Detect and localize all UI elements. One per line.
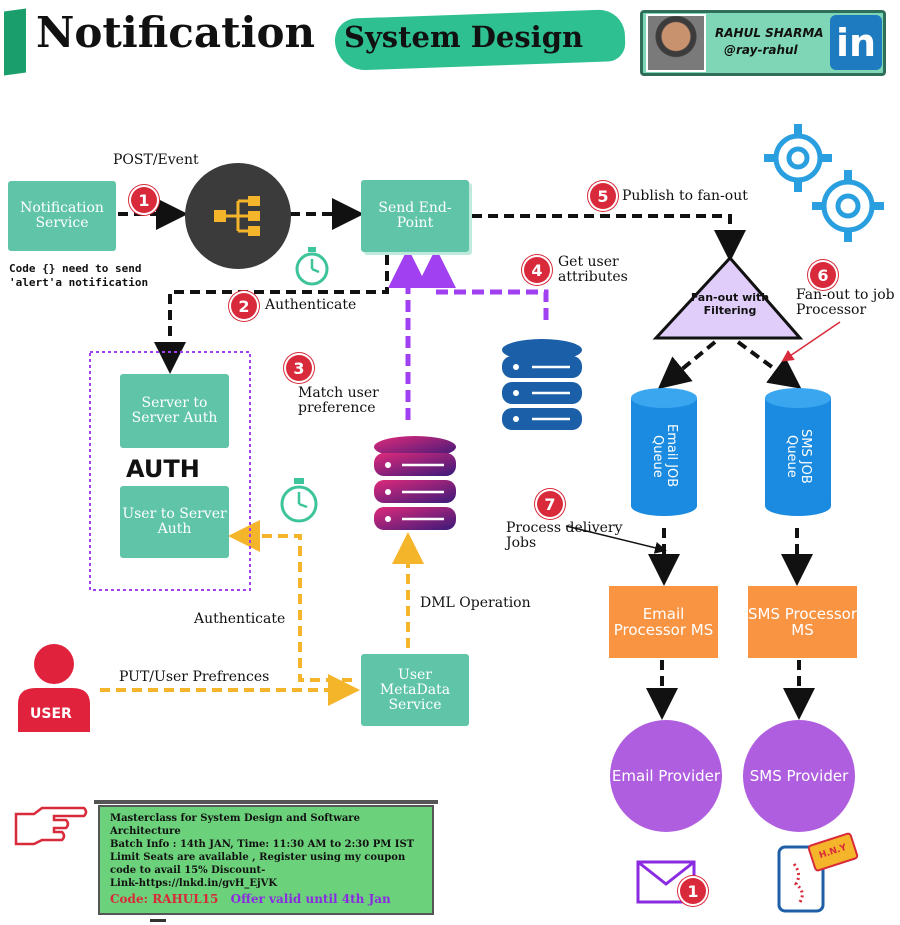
match-user-label: Match user preference	[298, 385, 379, 416]
arrow-fanout-to-sms	[736, 340, 802, 389]
email-processor-node[interactable]: Email Processor MS	[609, 586, 718, 658]
arrow-metadata-to-userauth	[228, 520, 352, 682]
put-prefs-label: PUT/User Prefrences	[119, 669, 270, 685]
author-name: RAHUL SHARMA	[715, 26, 824, 40]
step-1-badge: 1	[131, 187, 157, 213]
code-note-label: Code {} need to send 'alert'a notificati…	[9, 262, 149, 289]
user-attributes-db-icon	[502, 339, 582, 430]
page-title: Notification	[36, 8, 315, 57]
promo-line-2: Batch Info : 14th JAN, Time: 11:30 AM to…	[110, 839, 415, 850]
arrow-step6-pointer	[781, 321, 841, 362]
post-event-label: POST/Event	[113, 152, 199, 168]
stopwatch-icon-2	[280, 478, 318, 523]
pointing-hand-icon	[14, 806, 88, 846]
stopwatch-icon	[295, 247, 329, 286]
step-2-badge: 2	[231, 293, 257, 319]
step-4-badge: 4	[524, 257, 550, 283]
gears-icon	[764, 124, 884, 242]
email-queue-label: Email JOB Queue	[650, 424, 679, 488]
step-5-badge: 5	[590, 183, 616, 209]
user-metadata-node[interactable]: User MetaData Service	[361, 654, 469, 726]
fanout-label: Fan-out with Filtering	[690, 291, 770, 317]
email-provider-label: Email Provider	[611, 766, 721, 785]
notification-service-node[interactable]: Notification Service	[8, 181, 116, 251]
promo-code: Code: RAHUL15	[110, 892, 219, 906]
linkedin-icon[interactable]: in	[830, 15, 882, 70]
notification-service-label: Notification Service	[20, 200, 104, 231]
promo-offer: Offer valid until 4th Jan	[230, 892, 391, 906]
arrow-fanout-to-email	[657, 340, 717, 390]
dml-label: DML Operation	[420, 595, 531, 611]
arrow-step7-pointer	[565, 525, 667, 554]
user-auth-label: User to Server Auth	[122, 506, 227, 537]
user-icon	[18, 644, 90, 732]
auth-group-border	[89, 351, 251, 591]
promo-line-3: Limit Seats are available , Register usi…	[110, 852, 406, 876]
arrow-endpoint-to-fanout	[472, 214, 746, 262]
promo-hanger-bar	[94, 800, 438, 804]
linkedin-text: in	[835, 20, 877, 65]
email-job-queue[interactable]: Email JOB Queue	[631, 388, 697, 516]
send-endpoint-node[interactable]: Send End-Point	[361, 180, 469, 252]
user-metadata-db-icon	[374, 436, 456, 530]
fanout-triangle	[652, 255, 804, 340]
publish-label: Publish to fan-out	[622, 188, 748, 204]
step-7-badge: 7	[537, 491, 563, 517]
page-subtitle: System Design	[344, 20, 584, 54]
server-auth-label: Server to Server Auth	[131, 395, 218, 426]
fanout-job-label: Fan-out to job Processor	[796, 287, 895, 318]
arrow-endpoint-to-auth	[154, 255, 389, 374]
fanout-hub-glyph	[214, 196, 260, 236]
promo-line-1: Masterclass for System Design and Softwa…	[110, 813, 360, 837]
server-auth-node[interactable]: Server to Server Auth	[120, 374, 229, 448]
mail-notification-badge: 1	[680, 878, 706, 904]
promo-card: Masterclass for System Design and Softwa…	[98, 805, 434, 915]
auth-title: AUTH	[126, 455, 200, 483]
process-jobs-label: Process delivery Jobs	[506, 520, 623, 551]
user-label: USER	[30, 706, 72, 722]
step-6-badge: 6	[810, 262, 836, 288]
user-metadata-label: User MetaData Service	[379, 666, 451, 713]
sms-job-queue[interactable]: SMS JOB Queue	[765, 388, 831, 516]
sms-processor-label: SMS Processor MS	[748, 605, 857, 639]
get-attributes-label: Get user attributes	[558, 254, 628, 285]
sms-processor-node[interactable]: SMS Processor MS	[748, 586, 857, 658]
arrow-db-to-endpoint	[416, 248, 549, 320]
user-auth-node[interactable]: User to Server Auth	[120, 486, 229, 558]
authenticate-label: Authenticate	[265, 297, 357, 313]
email-processor-label: Email Processor MS	[613, 605, 714, 639]
author-handle: @ray-rahul	[724, 43, 798, 57]
sms-provider-label: SMS Provider	[749, 766, 849, 785]
step-3-badge: 3	[286, 355, 312, 381]
avatar	[646, 14, 706, 72]
promo-underline-dash	[150, 919, 166, 922]
authenticate-label-2: Authenticate	[194, 611, 286, 627]
sms-queue-label: SMS JOB Queue	[784, 428, 813, 484]
promo-line-4[interactable]: Link-https://lnkd.in/gvH_EjVK	[110, 878, 278, 889]
email-provider-node[interactable]: Email Provider	[610, 720, 722, 832]
send-endpoint-label: Send End-Point	[378, 200, 452, 231]
sms-provider-node[interactable]: SMS Provider	[743, 720, 855, 832]
